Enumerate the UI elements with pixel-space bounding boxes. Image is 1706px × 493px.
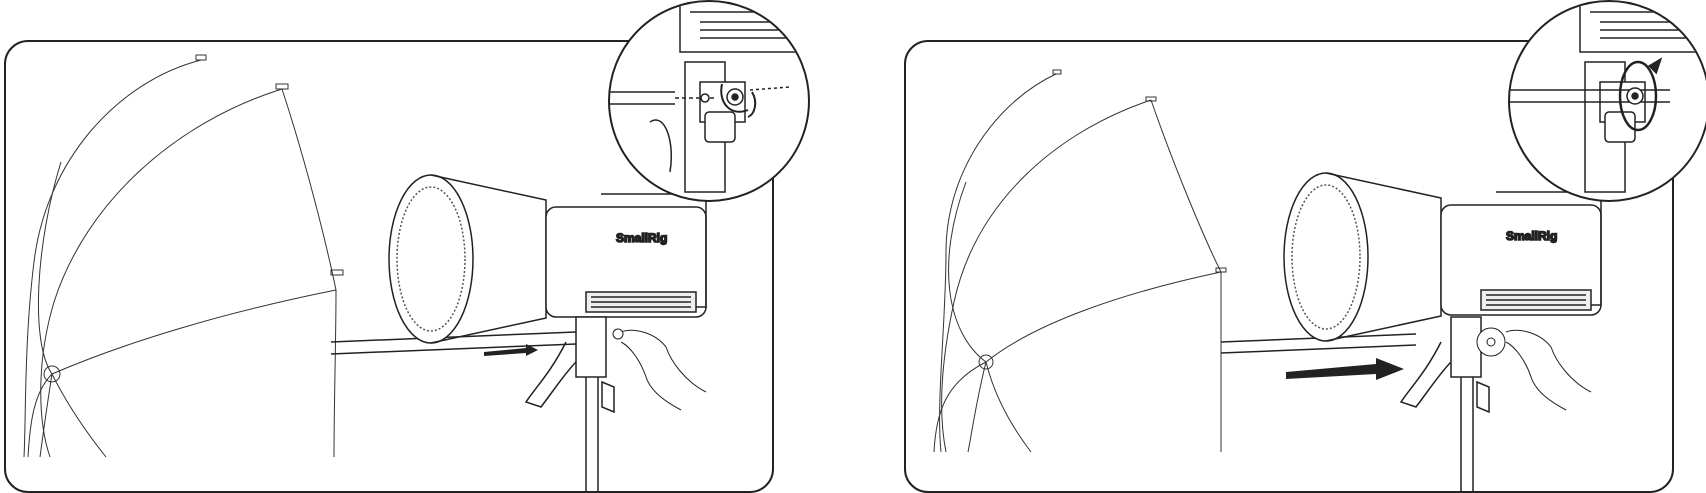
light-stand-icon [1399, 316, 1490, 491]
brand-label: SmallRig [616, 231, 667, 245]
arrow-icon [484, 344, 538, 356]
light-head-icon: SmallRig [388, 174, 707, 344]
step-panel-lock: SmallRig [904, 40, 1674, 493]
detail-lock-illustration [1510, 2, 1700, 193]
step-lock-illustration: SmallRig [933, 69, 1602, 491]
hand-icon [612, 328, 707, 411]
step-insert-illustration: SmallRig [23, 54, 707, 491]
light-head-icon: SmallRig [1283, 172, 1602, 342]
arrow-icon [1286, 358, 1404, 380]
rotate-arrow-icon [1618, 57, 1663, 132]
umbrella-icon [933, 69, 1227, 453]
rotate-arrow-icon [720, 83, 757, 118]
light-stand-icon [524, 316, 615, 491]
umbrella-icon [23, 54, 344, 458]
brand-label: SmallRig [1506, 229, 1557, 243]
umbrella-shaft [330, 331, 577, 355]
hand-icon [1476, 327, 1592, 411]
detail-insert-illustration [610, 2, 800, 193]
detail-inset-lock [1508, 0, 1706, 202]
detail-inset-insert [608, 0, 810, 202]
